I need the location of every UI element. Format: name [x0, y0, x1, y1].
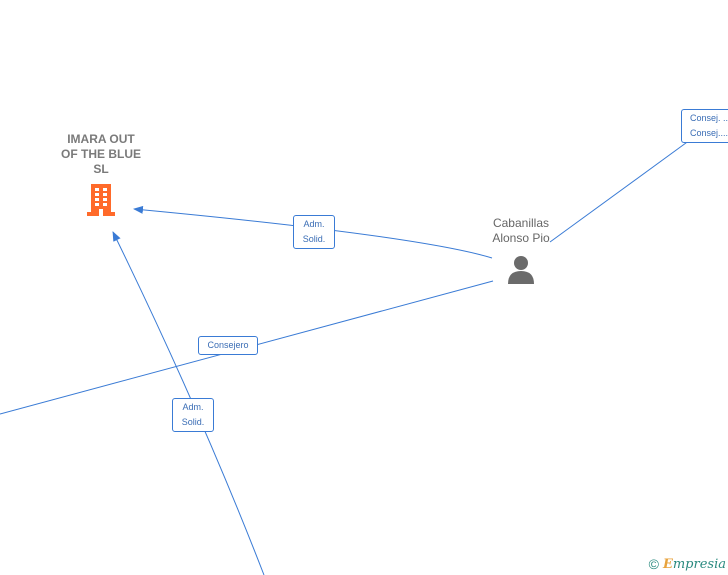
edge-label-adm-solid-bottom[interactable]: Adm. Solid.	[172, 398, 214, 432]
building-icon	[87, 184, 115, 216]
edge-adm-solid-top	[133, 205, 493, 259]
person-node[interactable]: Cabanillas Alonso Pio	[476, 216, 566, 284]
brand-logo: Empresia	[663, 557, 726, 572]
person-name-line2: Alonso Pio	[492, 231, 550, 245]
person-name-line1: Cabanillas	[492, 216, 550, 230]
edge-label-consej-top-right[interactable]: Consej. ... Consej....	[681, 109, 728, 143]
edge-label-line1: Adm.	[182, 402, 204, 412]
edge-label-line2: Solid.	[302, 234, 326, 244]
edge-label-line1: Adm.	[303, 219, 325, 229]
brand-logo-initial: E	[662, 556, 673, 572]
person-icon	[508, 256, 534, 284]
company-node[interactable]: IMARA OUT OF THE BLUE SL	[52, 132, 150, 218]
edge-label-line1: Consejero	[207, 340, 249, 350]
footer-branding: © Empresia	[649, 556, 726, 572]
edge-label-line1: Consej. ...	[690, 113, 728, 123]
edge-label-consejero[interactable]: Consejero	[198, 336, 258, 355]
copyright-icon: ©	[648, 556, 659, 572]
brand-logo-rest: mpresia	[672, 556, 726, 572]
edge-label-line2: Solid.	[181, 417, 205, 427]
edge-label-adm-solid-top[interactable]: Adm. Solid.	[293, 215, 335, 249]
company-name: IMARA OUT OF THE BLUE SL	[61, 132, 141, 176]
edge-label-line2: Consej....	[690, 128, 728, 138]
edge-consej-top-right	[549, 139, 691, 243]
